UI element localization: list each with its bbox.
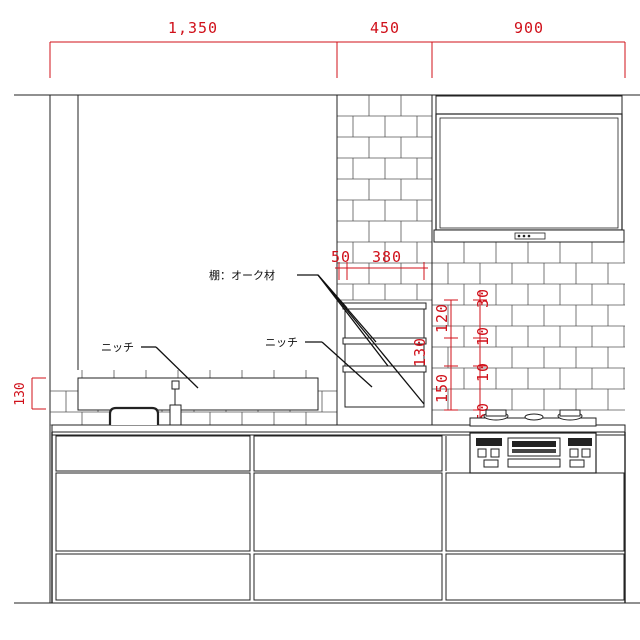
- top-dimension: 1,350 450 900: [49, 19, 626, 78]
- left-niche-dimension: 130: [13, 377, 46, 410]
- dim-shelf-30: 30: [474, 288, 492, 308]
- shelf-vertical-dimensions: 120 130 150 30 10 10 50: [411, 288, 492, 422]
- left-wall: [49, 95, 79, 603]
- label-shelf: 棚：オーク材: [209, 268, 425, 405]
- dim-shelf-130: 130: [411, 337, 429, 367]
- brick-wall-right: [432, 242, 625, 411]
- dim-shelf-150: 150: [433, 373, 451, 403]
- dim-450: 450: [370, 19, 400, 37]
- dim-shelf-380: 380: [372, 248, 402, 266]
- niche-left: [77, 377, 319, 411]
- countertop: [51, 424, 626, 433]
- sink: [108, 406, 160, 425]
- dim-900: 900: [514, 19, 544, 37]
- shelf-board-3: [342, 365, 427, 373]
- brick-wall-middle: [337, 95, 432, 301]
- dim-shelf-10b: 10: [474, 362, 492, 382]
- stove-control-panel: [469, 432, 597, 474]
- label-niche-right: ニッチ: [265, 336, 373, 388]
- dim-shelf-10a: 10: [474, 326, 492, 346]
- label-shelf-text: 棚：オーク材: [209, 268, 275, 282]
- label-niche-left-text: ニッチ: [101, 341, 134, 354]
- shelf-board-2: [342, 337, 427, 345]
- label-niche-right-text: ニッチ: [265, 336, 298, 349]
- dim-1350: 1,350: [168, 19, 218, 37]
- gas-cooktop: [469, 409, 597, 427]
- faucet: [169, 380, 182, 426]
- dim-niche-130: 130: [13, 382, 28, 405]
- label-niche-left: ニッチ: [101, 341, 199, 389]
- shelf-depth-dimension: 50 380: [331, 248, 428, 280]
- base-cabinets: [51, 432, 626, 603]
- shelf-board-1: [342, 302, 427, 310]
- dim-shelf-120: 120: [433, 303, 451, 333]
- dim-shelf-50: 50: [331, 248, 351, 266]
- range-hood: [433, 95, 625, 243]
